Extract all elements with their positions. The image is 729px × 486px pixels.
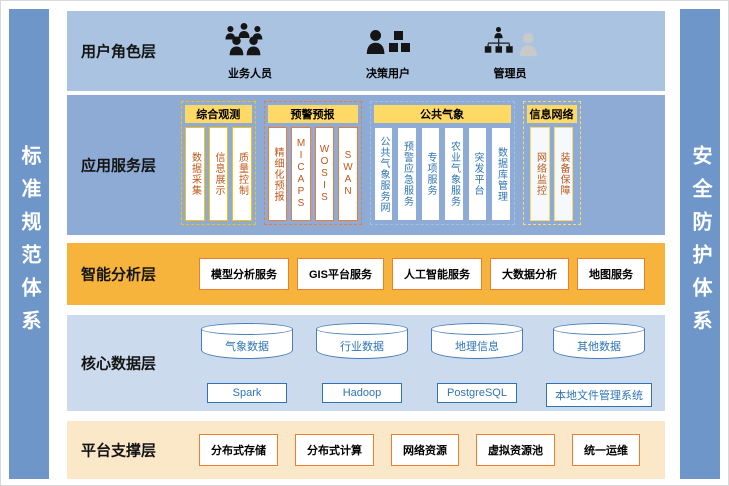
platform-box: 分布式存储 <box>199 434 278 466</box>
cylinder-top <box>431 323 523 335</box>
database-cylinder-icon: 其他数据 <box>553 323 645 359</box>
platform-box: 网络资源 <box>391 434 459 466</box>
app-item: 数据采集 <box>185 127 205 221</box>
group-title-info-network: 信息网络 <box>526 105 577 123</box>
sidebar-left-standards: 标准规范体系 <box>9 9 49 479</box>
cylinder-top <box>553 323 645 335</box>
app-group-observation: 综合观测 数据采集 信息展示 质量控制 <box>181 101 256 225</box>
layer-app-service: 应用服务层 综合观测 数据采集 信息展示 质量控制 预警预报 精细化预报 MIC… <box>67 95 665 235</box>
layer-core-data: 核心数据层 气象数据 Spark 行业数据 Hadoop 地理信息 <box>67 315 665 411</box>
data-column-other: 其他数据 本地文件管理系统 <box>537 323 661 407</box>
data-column-weather: 气象数据 Spark <box>197 323 297 407</box>
app-item: 公共气象服务网 <box>373 127 393 221</box>
platform-box: 分布式计算 <box>295 434 374 466</box>
cylinder-top <box>316 323 408 335</box>
app-item: 突发平台 <box>467 127 487 221</box>
group-items-info-network: 网络监控 装备保障 <box>527 127 577 221</box>
layer-core-data-label: 核心数据层 <box>81 355 157 373</box>
app-service-groups: 综合观测 数据采集 信息展示 质量控制 预警预报 精细化预报 MICAPS WO… <box>181 101 581 225</box>
layer-app-service-label: 应用服务层 <box>81 157 157 175</box>
storage-box: Hadoop <box>322 383 402 403</box>
app-group-info-network: 信息网络 网络监控 装备保障 <box>522 101 581 225</box>
platform-boxes: 分布式存储 分布式计算 网络资源 虚拟资源池 统一运维 <box>199 434 640 466</box>
database-cylinder-icon: 气象数据 <box>201 323 293 359</box>
business-users-group-icon <box>225 23 263 56</box>
layer-platform-label: 平台支撑层 <box>81 442 157 460</box>
data-column-geo: 地理信息 PostgreSQL <box>427 323 527 407</box>
analysis-box: 模型分析服务 <box>199 258 289 290</box>
database-label: 地理信息 <box>455 341 499 353</box>
sidebar-right-security: 安全防护体系 <box>680 9 720 479</box>
role-label-decision-users: 决策用户 <box>366 68 410 80</box>
group-items-warning-forecast: 精细化预报 MICAPS WOSIS SWAN <box>267 127 358 221</box>
role-business-users: 业务人员 <box>205 19 295 81</box>
app-item: MICAPS <box>291 127 311 221</box>
database-cylinder-icon: 行业数据 <box>316 323 408 359</box>
platform-box: 统一运维 <box>572 434 640 466</box>
decision-user-icon <box>366 30 410 54</box>
app-group-warning-forecast: 预警预报 精细化预报 MICAPS WOSIS SWAN <box>263 101 362 225</box>
analysis-box: 大数据分析 <box>489 258 569 290</box>
app-item: 网络监控 <box>530 127 550 221</box>
analysis-box: 地图服务 <box>576 258 645 290</box>
role-admin: 管理员 <box>465 19 555 81</box>
role-label-admin: 管理员 <box>493 68 527 80</box>
app-item: WOSIS <box>314 127 334 221</box>
app-item: 专项服务 <box>420 127 440 221</box>
layer-analysis-label: 智能分析层 <box>81 266 157 284</box>
admin-orgchart-icon <box>484 27 537 57</box>
app-item: 预警应急服务 <box>397 127 417 221</box>
layer-user-role-label: 用户角色层 <box>81 43 157 61</box>
database-label: 气象数据 <box>225 341 269 353</box>
group-title-public-weather: 公共气象 <box>373 105 511 123</box>
layer-platform: 平台支撑层 分布式存储 分布式计算 网络资源 虚拟资源池 统一运维 <box>67 421 665 479</box>
app-item: 装备保障 <box>553 127 573 221</box>
app-item: 精细化预报 <box>267 127 287 221</box>
group-items-observation: 数据采集 信息展示 质量控制 <box>185 127 252 221</box>
storage-box: PostgreSQL <box>437 383 517 403</box>
platform-box: 虚拟资源池 <box>476 434 555 466</box>
app-item: 质量控制 <box>232 127 252 221</box>
database-cylinder-icon: 地理信息 <box>431 323 523 359</box>
storage-box: 本地文件管理系统 <box>546 383 652 407</box>
role-decision-users: 决策用户 <box>343 19 433 81</box>
data-column-industry: 行业数据 Hadoop <box>312 323 412 407</box>
app-item: 农业气象服务 <box>444 127 464 221</box>
app-item: 信息展示 <box>208 127 228 221</box>
layer-user-role: 用户角色层 业务人员 决策用户 <box>67 11 665 91</box>
database-label: 其他数据 <box>577 341 621 353</box>
analysis-boxes: 模型分析服务 GIS平台服务 人工智能服务 大数据分析 地图服务 <box>199 258 645 290</box>
analysis-box: 人工智能服务 <box>391 258 482 290</box>
group-items-public-weather: 公共气象服务网 预警应急服务 专项服务 农业气象服务 突发平台 数据库管理 <box>373 127 511 221</box>
database-label: 行业数据 <box>340 341 384 353</box>
app-item: 数据库管理 <box>491 127 511 221</box>
cylinder-top <box>201 323 293 335</box>
app-item: SWAN <box>338 127 358 221</box>
storage-box: Spark <box>207 383 287 403</box>
analysis-box: GIS平台服务 <box>297 258 384 290</box>
role-label-business-users: 业务人员 <box>228 68 272 80</box>
group-title-observation: 综合观测 <box>185 105 252 123</box>
group-title-warning-forecast: 预警预报 <box>267 105 358 123</box>
app-group-public-weather: 公共气象 公共气象服务网 预警应急服务 专项服务 农业气象服务 突发平台 数据库… <box>369 101 515 225</box>
layer-analysis: 智能分析层 模型分析服务 GIS平台服务 人工智能服务 大数据分析 地图服务 <box>67 243 665 305</box>
